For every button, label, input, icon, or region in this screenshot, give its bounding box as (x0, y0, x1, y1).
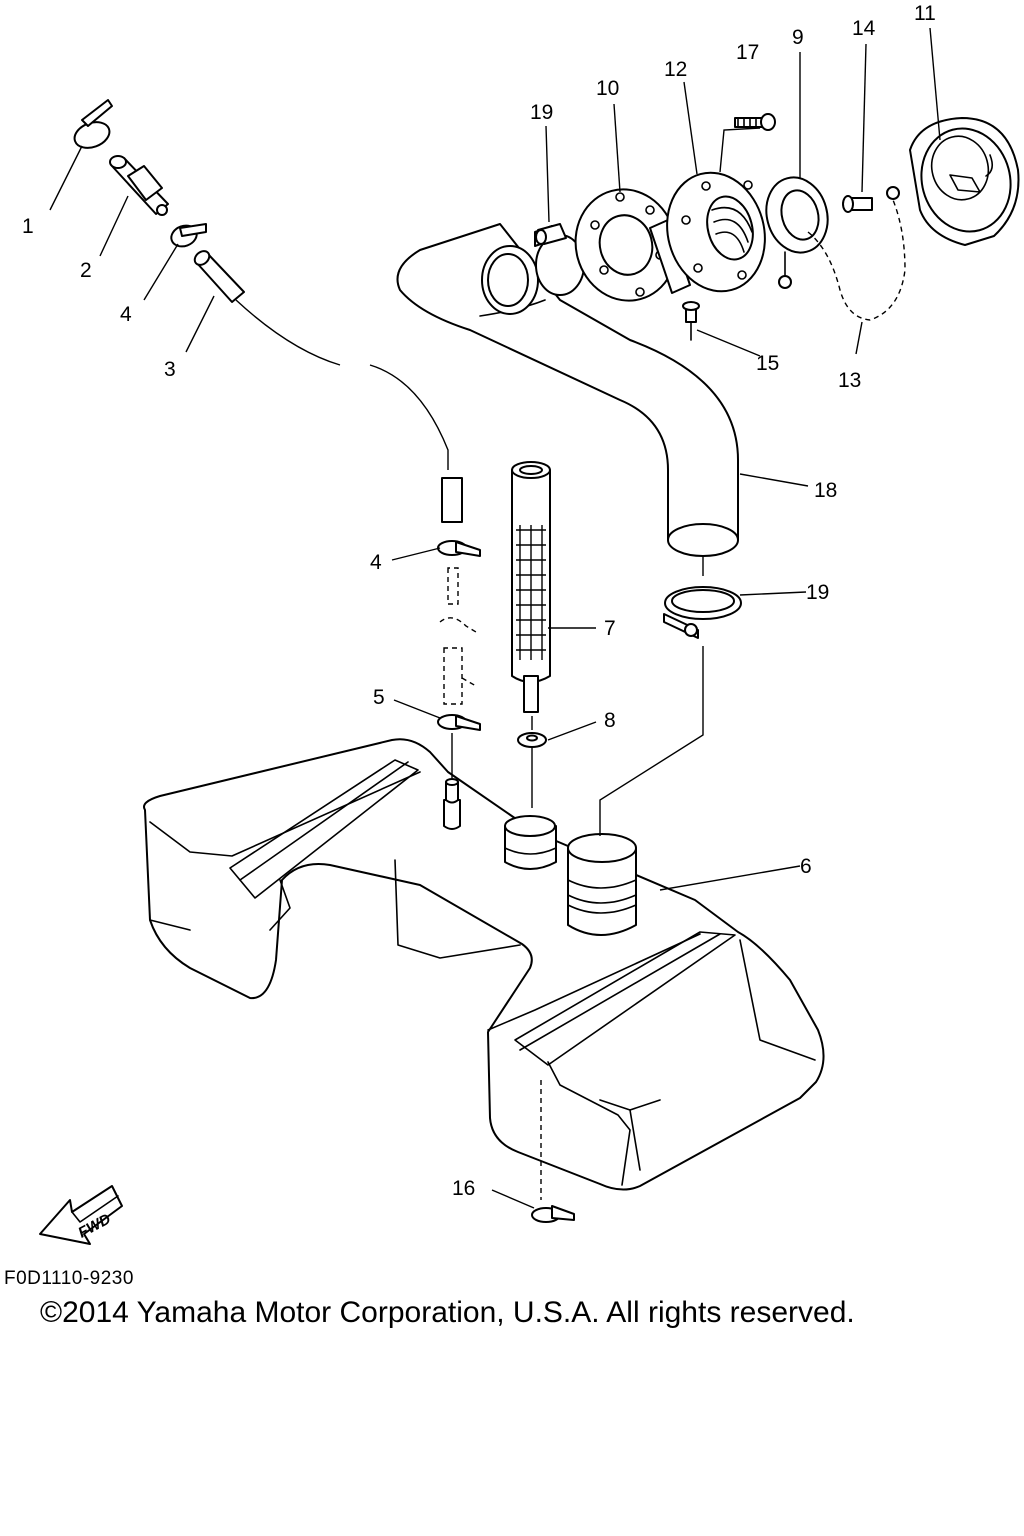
callout-17: 17 (736, 41, 759, 64)
filler-cap (909, 117, 1020, 246)
callout-4-lower: 4 (370, 551, 382, 574)
callout-7: 7 (604, 617, 616, 640)
copyright-notice: ©2014 Yamaha Motor Corporation, U.S.A. A… (40, 1296, 855, 1329)
callout-16: 16 (452, 1177, 475, 1200)
filler-ring (765, 176, 829, 254)
callout-3: 3 (164, 358, 176, 381)
callout-18: 18 (814, 479, 837, 502)
screw-cap-tether (842, 186, 900, 213)
collar-upper (535, 223, 567, 245)
grommet (517, 732, 547, 748)
callout-15: 15 (756, 352, 779, 375)
callout-9: 9 (792, 26, 804, 49)
tether-chain (778, 199, 906, 321)
tank-filler-neck (567, 833, 637, 936)
clip-4-lower (437, 540, 481, 557)
fwd-arrow-icon: FWD (39, 1185, 123, 1245)
filler-hose (396, 223, 739, 557)
callout-19-upper: 19 (530, 101, 553, 124)
filler-neck-flange (649, 171, 766, 294)
tank-pickup-neck (504, 815, 557, 870)
tank-vent-nipple (443, 778, 461, 830)
screw-flange (734, 113, 776, 131)
fuel-tank (143, 738, 825, 1191)
callout-8: 8 (604, 709, 616, 732)
callout-14: 14 (852, 17, 876, 40)
fuel-pickup-filter (511, 461, 551, 713)
callout-13: 13 (838, 369, 861, 392)
hose-clamp-lower (663, 586, 742, 639)
drain-clip (531, 1080, 575, 1223)
callout-19-lower: 19 (806, 581, 829, 604)
callout-5: 5 (373, 686, 385, 709)
callout-6: 6 (800, 855, 812, 878)
rivet (682, 301, 700, 341)
hose-clamp-upper (481, 225, 585, 315)
drawing-code: F0D1110-9230 (4, 1268, 134, 1289)
callout-4-upper: 4 (120, 303, 132, 326)
flange-gasket (574, 188, 678, 302)
clip-4-upper (170, 223, 207, 248)
callout-11: 11 (914, 2, 936, 25)
vent-hose-3 (193, 250, 463, 523)
check-valve-ghost (439, 567, 477, 705)
fitting-2 (109, 155, 169, 216)
callout-12: 12 (664, 58, 687, 81)
callout-1: 1 (22, 215, 34, 238)
clip-5 (437, 714, 481, 731)
callout-2: 2 (80, 259, 92, 282)
callout-10: 10 (596, 77, 619, 100)
clip-1 (73, 99, 113, 149)
